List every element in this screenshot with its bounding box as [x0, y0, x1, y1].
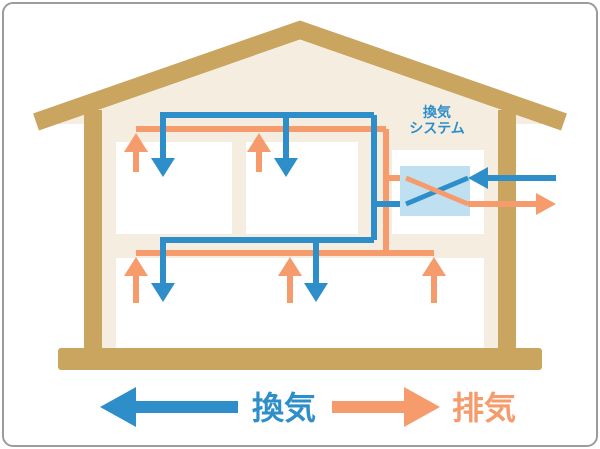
room-2f-right — [246, 142, 358, 234]
gable-interior — [56, 40, 544, 124]
exhaust-duct-network — [124, 126, 446, 303]
floor-base — [58, 348, 542, 370]
supply-duct-network — [151, 112, 400, 302]
left-wall — [84, 110, 102, 360]
legend: 換気 排気 — [100, 387, 516, 427]
outdoor-intake-arrow — [468, 167, 488, 189]
supply-arrow-down-2f-left — [151, 158, 175, 177]
legend-intake-arrow — [100, 387, 136, 427]
legend-exhaust-label: 排気 — [452, 389, 516, 427]
exhaust-arrow-up-2f-left — [124, 133, 148, 152]
exhaust-duct — [133, 126, 437, 303]
roof — [33, 20, 567, 131]
legend-intake-label: 換気 — [252, 389, 316, 427]
system-label-line1: 換気 — [423, 104, 451, 121]
unit-crossing-orange — [405, 175, 469, 207]
legend-exhaust-arrow — [404, 387, 440, 427]
exhaust-arrow-up-1f-right — [422, 257, 446, 276]
supply-arrow-down-1f-left — [151, 283, 175, 302]
supply-arrow-down-1f-right — [304, 283, 328, 302]
supply-arrow-down-2f-right — [274, 158, 298, 177]
outdoor-exhaust-arrow — [536, 193, 556, 215]
exhaust-arrow-up-1f-left — [124, 257, 148, 276]
outdoor-connections — [468, 167, 556, 215]
exhaust-arrow-up-2f-right — [247, 133, 271, 152]
system-label-line2: システム — [409, 121, 465, 137]
supply-duct — [160, 112, 400, 285]
right-wall — [498, 110, 516, 360]
system-label: 換気 システム — [409, 104, 465, 137]
ventilation-unit — [400, 166, 470, 216]
exhaust-arrow-up-1f-mid — [278, 257, 302, 276]
